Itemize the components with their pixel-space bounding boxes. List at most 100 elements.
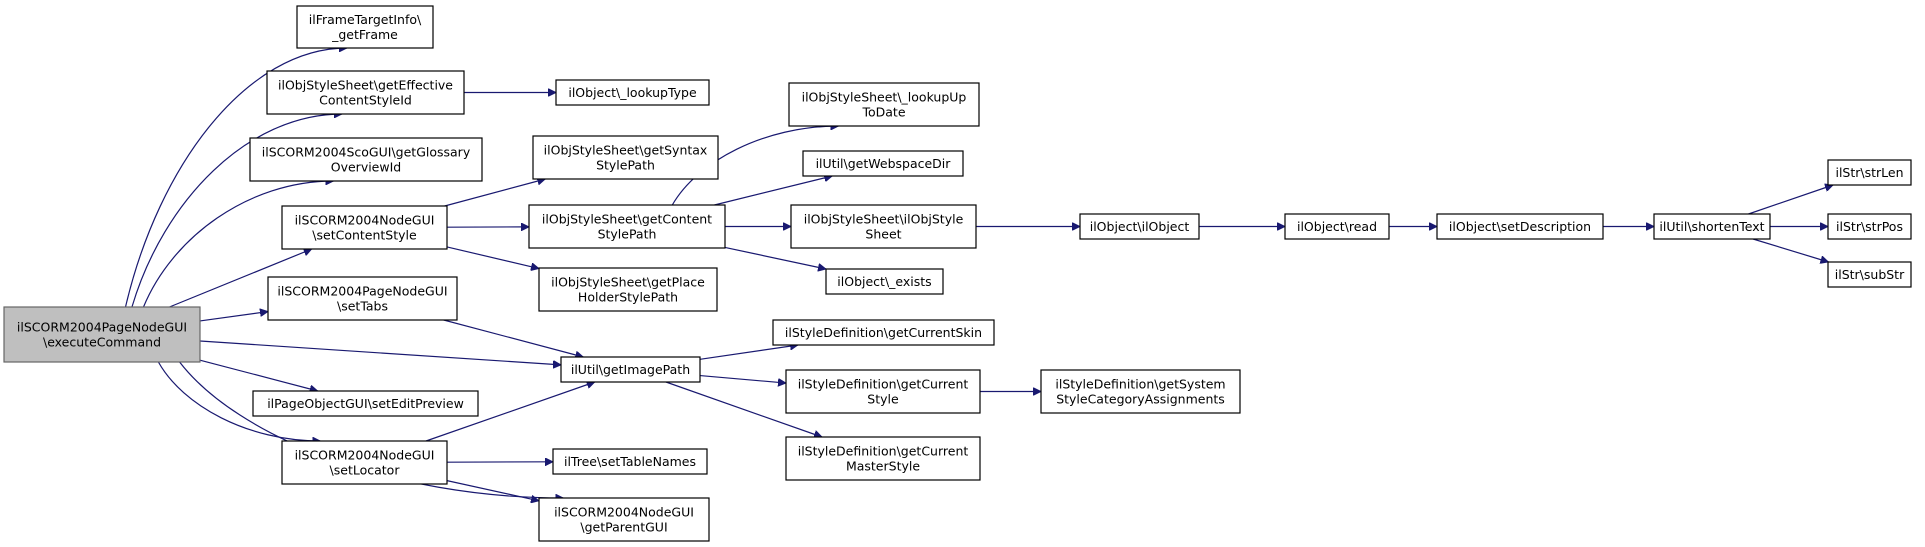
node-label-syscat-0: ilStyleDefinition\getSystem: [1055, 377, 1225, 392]
node-label-objstyle-1: Sheet: [865, 227, 901, 242]
node-label-frame-1: _getFrame: [331, 27, 398, 42]
node-label-root-1: \executeCommand: [43, 335, 161, 350]
node-label-setdesc-0: ilObject\setDescription: [1449, 219, 1591, 234]
edge-setcontent-to-syntax: [444, 179, 546, 207]
node-label-editpreview-0: ilPageObjectGUI\setEditPreview: [267, 396, 464, 411]
node-label-setcontent-0: ilSCORM2004NodeGUI: [295, 213, 435, 228]
node-strlen[interactable]: ilStr\strLen: [1827, 159, 1912, 186]
edge-root-to-effstyle: [131, 114, 342, 308]
node-label-curmaster-0: ilStyleDefinition\getCurrent: [798, 444, 969, 459]
node-label-setlocator-0: ilSCORM2004NodeGUI: [295, 448, 435, 463]
node-lookuptype[interactable]: ilObject\_lookupType: [555, 79, 710, 106]
node-box-curmaster: [785, 436, 981, 481]
node-box-setcontent: [281, 205, 448, 250]
node-box-curskin: [772, 319, 995, 346]
node-read[interactable]: ilObject\read: [1284, 213, 1390, 240]
node-box-read: [1284, 213, 1390, 240]
node-effstyle[interactable]: ilObjStyleSheet\getEffectiveContentStyle…: [266, 70, 465, 115]
edge-setlocator-to-parentgui: [446, 480, 539, 501]
node-box-tablenames: [552, 448, 708, 475]
node-box-editpreview: [252, 390, 479, 417]
edge-settabs-to-imagepath: [443, 319, 584, 357]
node-label-setlocator-1: \setLocator: [330, 463, 401, 478]
edge-contentpath-to-exists: [724, 246, 826, 269]
node-label-tablenames-0: ilTree\setTableNames: [564, 454, 696, 469]
node-box-lookuptype: [555, 79, 710, 106]
node-exists[interactable]: ilObject\_exists: [825, 268, 944, 295]
node-label-lookuptype-0: ilObject\_lookupType: [568, 85, 697, 100]
node-label-frame-0: ilFrameTargetInfo\: [309, 12, 422, 27]
node-box-frame: [296, 5, 434, 49]
node-label-parentgui-0: ilSCORM2004NodeGUI: [554, 505, 694, 520]
node-label-settabs-1: \setTabs: [337, 299, 388, 314]
edge-root-to-editpreview: [199, 359, 318, 391]
edge-root-to-frame: [124, 48, 348, 308]
node-label-curstyle-1: Style: [867, 392, 899, 407]
edge-root-to-glossary: [142, 181, 333, 308]
node-label-shorten-0: ilUtil\shortenText: [1659, 219, 1764, 234]
node-box-setlocator: [281, 440, 448, 485]
node-settabs[interactable]: ilSCORM2004PageNodeGUI\setTabs: [267, 276, 458, 321]
node-imagepath[interactable]: ilUtil\getImagePath: [560, 356, 701, 383]
node-parentgui[interactable]: ilSCORM2004NodeGUI\getParentGUI: [538, 497, 710, 542]
node-box-objstyle: [790, 204, 977, 249]
node-label-placeholder-0: ilObjStyleSheet\getPlace: [551, 275, 705, 290]
node-objstyle[interactable]: ilObjStyleSheet\ilObjStyleSheet: [790, 204, 977, 249]
edge-contentpath-to-webspace: [714, 176, 832, 206]
node-box-parentgui: [538, 497, 710, 542]
node-label-effstyle-0: ilObjStyleSheet\getEffective: [278, 78, 453, 93]
node-label-substr-0: ilStr\subStr: [1835, 267, 1905, 282]
node-box-webspace: [802, 150, 964, 177]
node-label-imagepath-0: ilUtil\getImagePath: [571, 362, 690, 377]
node-box-contentpath: [528, 204, 726, 249]
node-box-setdesc: [1436, 213, 1604, 240]
node-label-glossary-0: ilSCORM2004ScoGUI\getGlossary: [262, 145, 471, 160]
node-box-syscat: [1040, 369, 1241, 414]
node-box-strpos: [1827, 213, 1912, 240]
node-box-strlen: [1827, 159, 1912, 186]
node-tablenames[interactable]: ilTree\setTableNames: [552, 448, 708, 475]
node-label-syntax-0: ilObjStyleSheet\getSyntax: [544, 143, 708, 158]
node-box-glossary: [249, 137, 483, 182]
node-root[interactable]: ilSCORM2004PageNodeGUI\executeCommand: [3, 306, 201, 363]
node-box-imagepath: [560, 356, 701, 383]
node-label-contentpath-1: StylePath: [598, 227, 657, 242]
node-label-syntax-1: StylePath: [596, 158, 655, 173]
edge-imagepath-to-curmaster: [665, 381, 822, 437]
node-label-lookupdate-0: ilObjStyleSheet\_lookupUp: [802, 90, 967, 105]
node-box-substr: [1827, 261, 1912, 288]
node-curskin[interactable]: ilStyleDefinition\getCurrentSkin: [772, 319, 995, 346]
node-substr[interactable]: ilStr\subStr: [1827, 261, 1912, 288]
node-label-glossary-1: OverviewId: [331, 160, 401, 175]
node-box-lookupdate: [788, 82, 980, 127]
node-setdesc[interactable]: ilObject\setDescription: [1436, 213, 1604, 240]
edge-setlocator-to-imagepath: [425, 382, 595, 442]
edge-imagepath-to-curstyle: [699, 374, 786, 383]
node-webspace[interactable]: ilUtil\getWebspaceDir: [802, 150, 964, 177]
edge-root-to-settabs: [199, 312, 268, 322]
node-frame[interactable]: ilFrameTargetInfo\_getFrame: [296, 5, 434, 49]
node-label-curstyle-0: ilStyleDefinition\getCurrent: [798, 377, 969, 392]
node-editpreview[interactable]: ilPageObjectGUI\setEditPreview: [252, 390, 479, 417]
node-label-ilobject-0: ilObject\ilObject: [1090, 219, 1190, 234]
node-label-parentgui-1: \getParentGUI: [580, 520, 667, 535]
node-ilobject[interactable]: ilObject\ilObject: [1079, 213, 1200, 240]
edge-root-to-setlocator: [157, 361, 320, 441]
node-syscat[interactable]: ilStyleDefinition\getSystemStyleCategory…: [1040, 369, 1241, 414]
node-shorten[interactable]: ilUtil\shortenText: [1653, 213, 1771, 240]
node-setlocator[interactable]: ilSCORM2004NodeGUI\setLocator: [281, 440, 448, 485]
node-strpos[interactable]: ilStr\strPos: [1827, 213, 1912, 240]
edge-shorten-to-strlen: [1748, 185, 1833, 215]
node-label-root-0: ilSCORM2004PageNodeGUI: [17, 320, 187, 335]
edges: [124, 48, 1834, 501]
node-setcontent[interactable]: ilSCORM2004NodeGUI\setContentStyle: [281, 205, 448, 250]
node-box-ilobject: [1079, 213, 1200, 240]
node-label-settabs-0: ilSCORM2004PageNodeGUI: [277, 284, 447, 299]
